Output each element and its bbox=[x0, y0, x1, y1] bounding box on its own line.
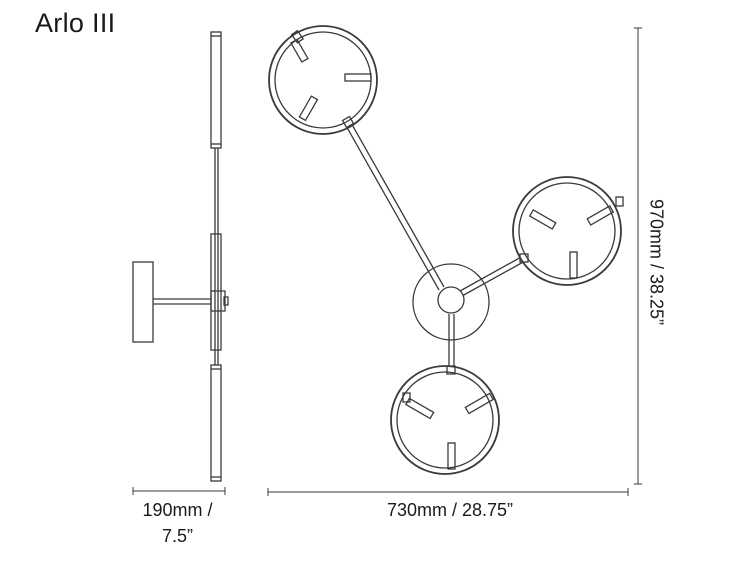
wall-plate bbox=[132, 261, 154, 343]
shade-upper-left bbox=[268, 25, 378, 135]
dim-line-height bbox=[634, 27, 642, 485]
bulb-1a bbox=[290, 38, 309, 63]
bulb-2a bbox=[528, 209, 557, 230]
arm-right bbox=[459, 255, 526, 297]
front-view bbox=[268, 25, 624, 475]
bulb-3a bbox=[404, 397, 435, 420]
bulb-1c bbox=[298, 95, 319, 122]
arm-bottom bbox=[448, 314, 455, 368]
dim-line-width bbox=[267, 488, 629, 496]
side-middle-collar bbox=[210, 233, 222, 351]
side-top-tube bbox=[210, 31, 222, 149]
depth-label-line1: 190mm / bbox=[142, 500, 213, 520]
depth-dimension-label: 190mm / 7.5” bbox=[110, 497, 245, 549]
bulb-3b bbox=[464, 392, 495, 415]
side-view bbox=[132, 31, 229, 482]
height-dimension-label: 970mm / 38.25” bbox=[646, 198, 667, 326]
dimension-lines bbox=[132, 27, 642, 496]
bulb-2b bbox=[586, 205, 615, 226]
back-plate bbox=[412, 263, 490, 341]
product-title: Arlo III bbox=[35, 8, 116, 38]
shade-right bbox=[512, 176, 624, 286]
side-hub-block bbox=[210, 290, 226, 312]
bulb-2c bbox=[569, 251, 578, 279]
depth-label-line2: 7.5” bbox=[161, 526, 194, 546]
dim-line-depth bbox=[132, 487, 226, 495]
central-hub bbox=[437, 286, 465, 314]
arm-upper-left bbox=[344, 120, 445, 291]
shade-bottom bbox=[390, 365, 500, 475]
bulb-1b bbox=[344, 73, 372, 82]
width-dimension-label: 730mm / 28.75” bbox=[386, 500, 514, 520]
side-bottom-tube bbox=[210, 364, 222, 482]
bulb-3c bbox=[447, 442, 456, 470]
